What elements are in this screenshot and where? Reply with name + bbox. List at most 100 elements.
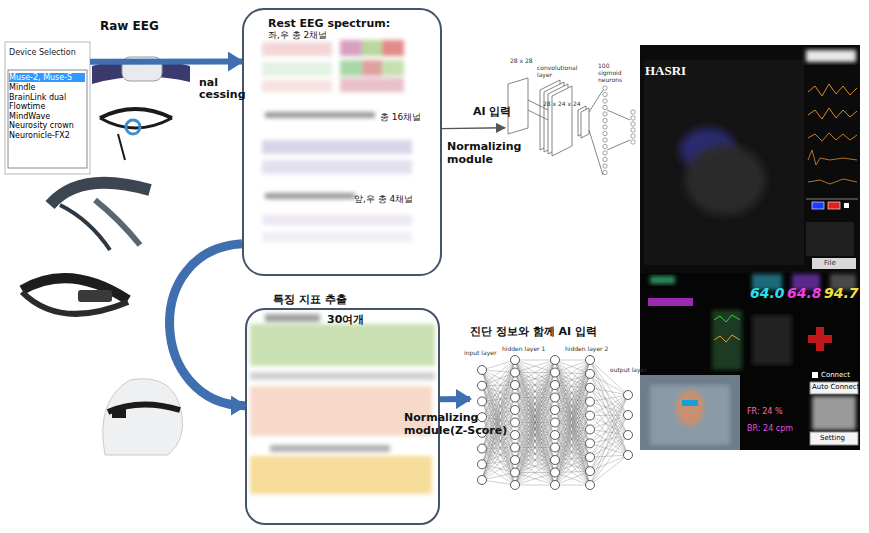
nn-link [482,360,515,480]
connector-arrow [440,396,470,402]
nn-link [515,360,555,373]
nn-link [515,460,555,485]
app-screenshot [640,45,860,450]
nn-link [482,373,515,465]
neuron [631,128,635,132]
neuron [624,391,633,400]
neuron [511,456,520,465]
nn-link [515,360,555,435]
node-text: 28 x 24 x 24 [543,101,581,108]
neuron [586,411,595,420]
neuron [551,381,560,390]
nn-link [482,410,515,464]
neuron [478,397,487,406]
neuron [511,443,520,452]
nn-link [555,360,590,374]
nn-link [590,415,628,457]
node-text: 30여개 [327,314,364,327]
nn-link [515,423,555,486]
neuron [511,431,520,440]
neuron [511,481,520,490]
node-text: Neurosity crown [9,121,74,130]
nn-link [590,360,628,455]
neuron [603,112,607,116]
nn-link [590,435,628,457]
nn-link [555,402,590,448]
neuron [511,393,520,402]
nn-link [590,415,628,417]
nn-link [555,360,590,388]
nn-link [590,388,628,435]
node-text: Neuronicle-FX2 [9,131,70,140]
neural-network [478,356,633,490]
neuron [511,356,520,365]
nn-link [482,370,515,460]
neuron [631,110,635,114]
node-text: 총 16채널 [380,112,421,122]
nn-link [590,435,628,485]
nn-link [515,360,555,460]
neuron [586,481,595,490]
free-label: Raw EEG [100,20,159,34]
nn-link [515,360,555,361]
neuron [603,164,607,168]
nn-link [555,402,590,485]
nn-link [515,398,555,486]
neuron [586,439,595,448]
nn-link [515,360,555,435]
neuron [586,356,595,365]
nn-link [515,360,555,448]
nn-link [555,374,590,423]
neuron [551,443,560,452]
neuron [631,134,635,138]
neuron [478,444,487,453]
neuron [511,368,520,377]
nn-link [482,435,515,480]
neuron [551,406,560,415]
nn-link [515,360,555,410]
nn-link [555,388,590,398]
nn-link [555,385,590,485]
neuron [511,381,520,390]
process-box: Rest EEG spectrum:좌,우 총 2채널총 16채널앞,우 총 4… [242,8,442,276]
nn-link [515,385,555,485]
nn-link [555,360,590,473]
neuron [631,122,635,126]
node-text: FR: 24 % [747,407,782,416]
free-label: 진단 정보와 함께 AI 입력 [470,326,597,339]
neuron [631,140,635,144]
nn-link [555,429,590,485]
nn-link [515,398,555,486]
nn-link [515,360,555,485]
nn-link [515,360,555,385]
nn-link [515,360,555,448]
neuron [586,383,595,392]
node-text: BrainLink dual [9,93,66,102]
nn-link [515,360,555,423]
nn-link [555,373,590,486]
node-text: Rest EEG spectrum: [268,18,390,31]
nn-link [590,429,628,435]
nn-link [515,423,555,486]
nn-link [555,373,590,444]
neuron [603,138,607,142]
nn-link [555,360,590,423]
nn-link [515,435,555,485]
nn-link [555,374,590,460]
nn-link [515,360,555,460]
node-text: 94.7 [824,285,859,301]
connector-arrow [90,59,242,65]
nn-link [555,385,590,402]
neural-network-block: input layerhidden layer 1hidden layer 2o… [470,345,640,495]
nn-link [590,455,628,457]
nn-link [590,395,628,416]
nn-link [555,373,590,472]
nn-link [555,416,590,448]
nn-link [555,423,590,486]
nn-link [482,460,515,480]
neuron [511,406,520,415]
nn-link [515,448,555,486]
node-text: 특징 지표 추출 [273,294,347,307]
